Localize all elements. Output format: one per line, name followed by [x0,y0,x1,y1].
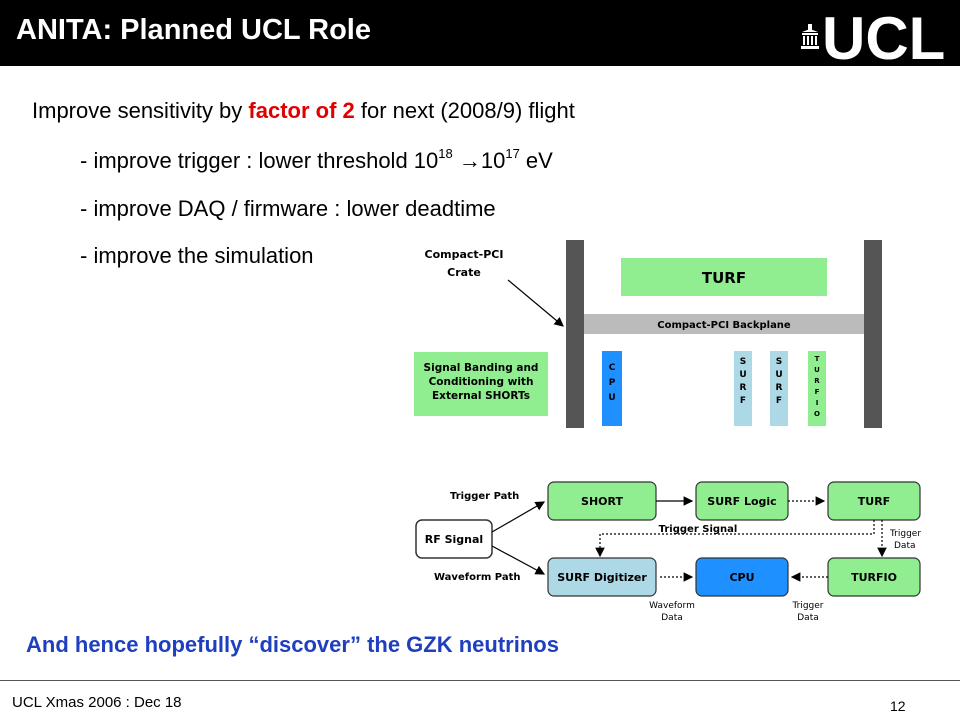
cpu-card [602,351,622,426]
surf-card-letter: R [776,383,783,393]
crate-diagram: Compact-PCI Crate TURF Compact-PCI Backp… [414,240,882,428]
surf-card-2 [770,351,788,426]
surf-card-letter: S [740,357,746,367]
rf-signal-box [415,519,493,559]
intro-highlight: factor of 2 [248,98,355,123]
cpu-card-letter: C [609,363,616,373]
bullet1-unit: eV [519,148,553,173]
cpu-card-letter: U [608,393,615,403]
signal-conditioning-box [414,352,548,416]
signal-line2: Conditioning with [429,376,534,388]
title-bar: ANITA: Planned UCL Role UCL [0,0,960,72]
bullet1-exp2: 17 [505,146,520,161]
turfio-card-letter: I [816,399,819,407]
waveform-path-label: Waveform Path [434,572,520,583]
bullet-trigger: - improve trigger : lower threshold 1018… [80,146,553,174]
trigger-data2-label-1: Trigger [791,601,823,611]
signal-line3: External SHORTs [432,390,530,402]
waveform-data-label-1: Waveform [649,601,695,611]
compact-pci-backplane [584,314,864,334]
trigger-data2-label-2: Data [797,613,819,623]
turf-board [621,258,827,296]
turfio-card-letter: T [815,355,820,363]
turf-board-label: TURF [702,269,746,287]
rf-signal-label: RF Signal [425,533,483,546]
footer-text: UCL Xmas 2006 : Dec 18 [12,694,182,711]
surf-card-letter: F [776,396,782,406]
turfio-card-letter: R [814,377,820,385]
turfio-card-letter: U [814,366,820,374]
rf-to-digitizer-arrow [491,545,546,575]
turf-label: TURF [858,495,890,508]
cpu-card-letter: P [609,378,616,388]
signal-line1: Signal Banding and [424,362,539,374]
slide-title: ANITA: Planned UCL Role [16,14,371,46]
surf-card-letter: S [776,357,782,367]
conclusion-text: And hence hopefully “discover” the GZK n… [26,632,559,657]
turfio-card [808,351,826,426]
bullet-daq: - improve DAQ / firmware : lower deadtim… [80,196,496,221]
surf-digitizer-box [547,557,657,597]
logo-text: UCL [822,5,946,72]
short-label: SHORT [581,495,623,508]
bullet-simulation: - improve the simulation [80,243,314,268]
surf-card-letter: F [740,396,746,406]
intro-after: for next (2008/9) flight [354,98,575,123]
surf-digitizer-label: SURF Digitizer [557,571,647,584]
flow-diagram: Trigger Path Waveform Path RF Signal SHO… [415,481,921,623]
ucl-logo: UCL [800,5,958,72]
bullet1-base2: 10 [480,148,506,173]
turfio-card-letter: O [814,410,820,418]
crate-right-rail [864,240,882,428]
crate-pointer-arrow [507,279,564,327]
turfio-card-letter: F [815,388,820,396]
trigger-signal-label: Trigger Signal [659,524,738,535]
page-number: 12 [890,698,906,714]
surf-card-letter: R [740,383,747,393]
backplane-label: Compact-PCI Backplane [657,320,791,331]
trigger-data-label-2: Data [894,541,916,551]
trigger-data-label-1: Trigger [889,529,921,539]
crate-left-rail [566,240,584,428]
footer-divider [0,680,960,681]
surf-card-letter: U [775,370,782,380]
portico-icon [801,24,819,49]
arrow-icon: → [452,148,481,173]
cpu-label: CPU [729,571,754,584]
trigger-path-label: Trigger Path [450,491,519,502]
intro-line: Improve sensitivity by factor of 2 for n… [32,98,575,124]
cpu-box [695,557,789,597]
intro-before: Improve sensitivity by [32,98,249,123]
bullet1-text: - improve trigger : lower threshold 10 [80,148,439,173]
rf-to-short-arrow [491,501,546,533]
surf-card-1 [734,351,752,426]
bullet1-exp1: 18 [438,146,453,161]
turfio-label: TURFIO [851,571,897,584]
waveform-data-label-2: Data [661,613,683,623]
surf-card-letter: U [739,370,746,380]
crate-label-line2: Crate [447,266,481,279]
crate-label-line1: Compact-PCI [425,248,504,261]
surf-logic-label: SURF Logic [707,495,776,508]
